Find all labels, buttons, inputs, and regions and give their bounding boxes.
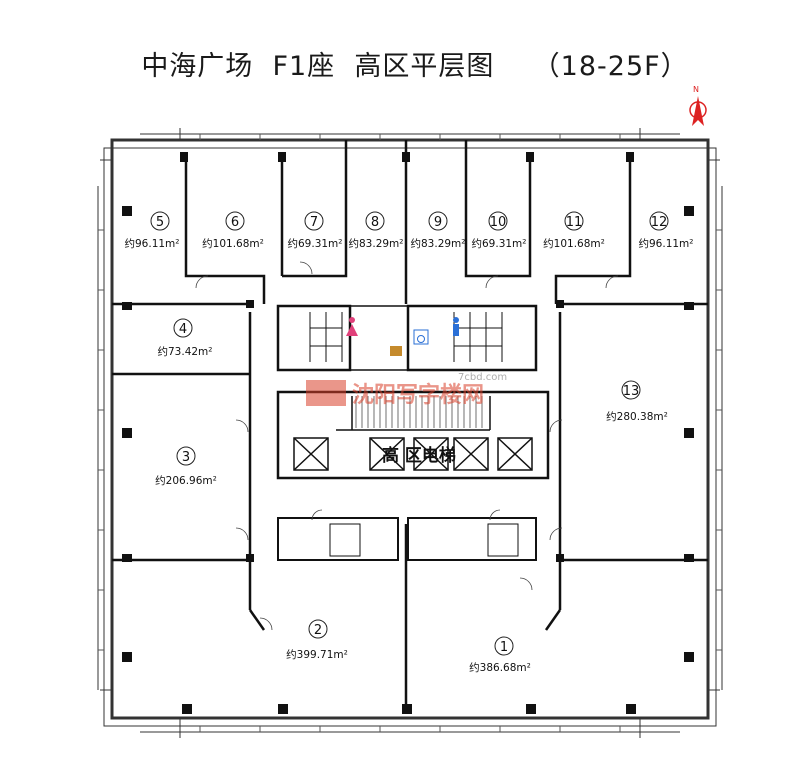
unit-area-9: 约83.29m² <box>411 237 466 250</box>
unit-number-11: 11 <box>566 215 583 230</box>
unit-area-10: 约69.31m² <box>472 237 527 250</box>
unit-number-labels: 5 6 7 8 9 10 11 12 4 3 13 2 1 <box>156 215 667 655</box>
female-restroom-icon <box>346 317 358 336</box>
unit-area-6: 约101.68m² <box>202 237 264 250</box>
unit-number-1: 1 <box>500 640 508 655</box>
unit-badges <box>150 211 669 656</box>
unit-number-3: 3 <box>182 450 190 465</box>
unit-area-12: 约96.11m² <box>639 237 694 250</box>
unit-number-13: 13 <box>623 384 640 399</box>
unit-area-11: 约101.68m² <box>543 237 605 250</box>
unit-area-3: 约206.96m² <box>155 474 217 487</box>
pantry-cup-icon <box>390 346 402 356</box>
north-arrow-icon: N <box>689 85 707 126</box>
lift-label: 高 区电梯 <box>382 445 456 466</box>
unit-number-4: 4 <box>179 322 187 337</box>
door-swings <box>195 261 619 631</box>
elevator-cars <box>293 437 533 471</box>
watermark-url: 7cbd.com <box>458 372 507 383</box>
male-restroom-icon <box>453 317 459 336</box>
unit-number-10: 10 <box>490 215 507 230</box>
watermark-text: 沈阳写字楼网 <box>352 382 484 408</box>
unit-number-2: 2 <box>314 623 322 638</box>
facade-mullions <box>98 134 722 732</box>
outer-wall <box>97 128 723 738</box>
unit-area-labels: 约96.11m² 约101.68m² 约69.31m² 约83.29m² 约83… <box>125 237 694 674</box>
unit-number-12: 12 <box>651 215 668 230</box>
unit-area-8: 约83.29m² <box>349 237 404 250</box>
accessible-restroom-icon <box>413 329 429 345</box>
unit-number-8: 8 <box>371 215 379 230</box>
watermark-logo-icon <box>306 380 346 406</box>
unit-number-9: 9 <box>434 215 442 230</box>
unit-area-1: 约386.68m² <box>469 661 531 674</box>
north-label: N <box>693 85 699 94</box>
unit-number-5: 5 <box>156 215 164 230</box>
unit-area-4: 约73.42m² <box>158 345 213 358</box>
unit-number-6: 6 <box>231 215 239 230</box>
unit-area-2: 约399.71m² <box>286 648 348 661</box>
watermark: 沈阳写字楼网 7cbd.com <box>306 372 507 408</box>
unit-area-7: 约69.31m² <box>288 237 343 250</box>
unit-number-7: 7 <box>310 215 318 230</box>
structural-columns <box>122 152 694 714</box>
unit-area-13: 约280.38m² <box>606 410 668 423</box>
page-title: 中海广场 F1座 高区平层图 （18-25F） <box>141 51 689 82</box>
unit-area-5: 约96.11m² <box>125 237 180 250</box>
building-core <box>276 304 550 561</box>
